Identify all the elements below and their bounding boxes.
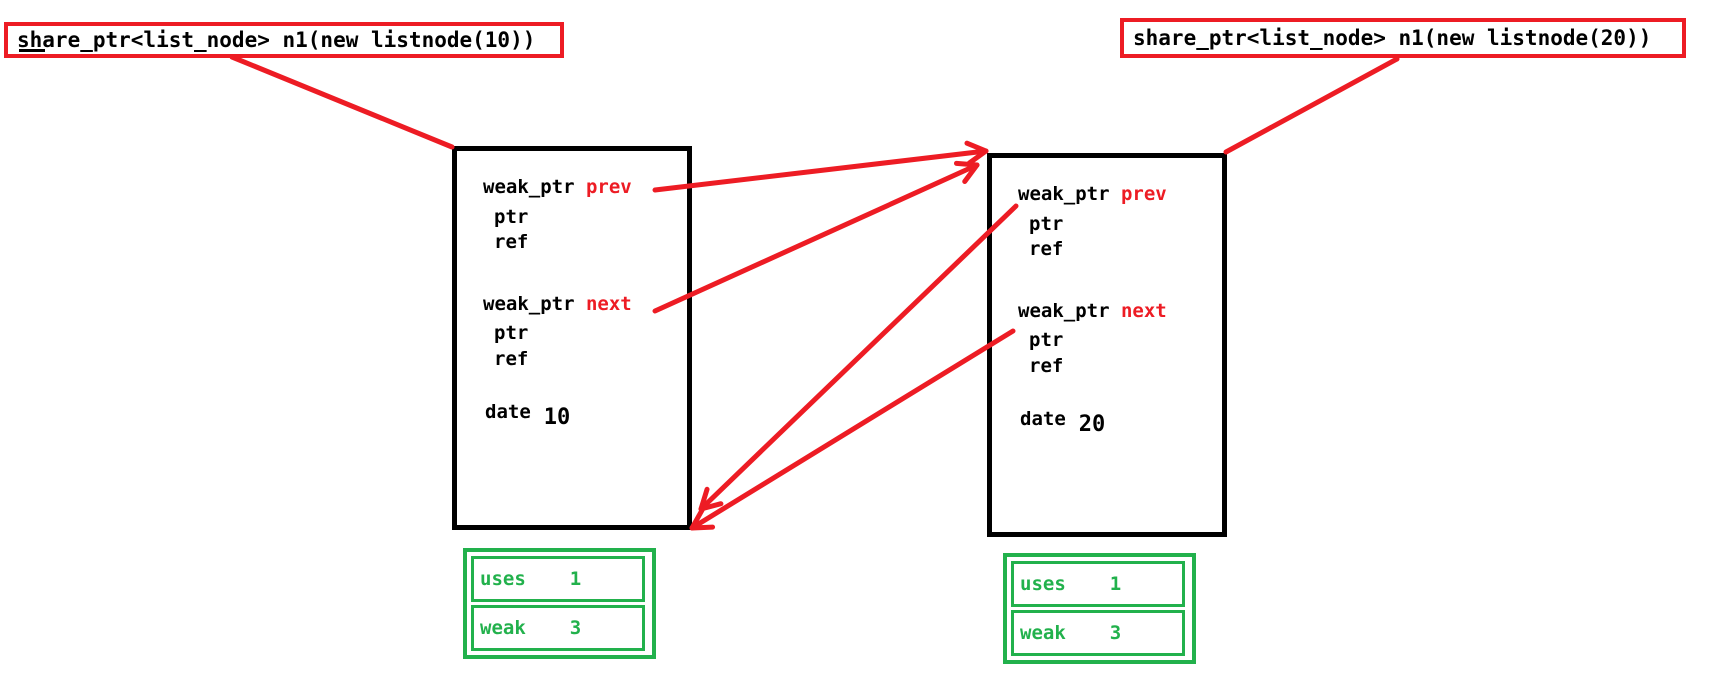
uses-value: 1 <box>569 568 582 590</box>
date-value: 10 <box>543 405 571 430</box>
weak-ptr-next-row: weak_ptr next <box>483 293 632 315</box>
weak-value: 3 <box>1109 622 1122 644</box>
prev-type-label: weak_ptr <box>1018 183 1121 205</box>
arrow-right-next-to-node-left <box>689 328 1016 531</box>
declaration-text-right: share_ptr<list_node> n1(new listnode(20)… <box>1133 26 1652 50</box>
date-row: date 10 <box>485 401 570 429</box>
shared-ptr-declaration-right: share_ptr<list_node> n1(new listnode(20)… <box>1120 18 1686 58</box>
arrow-right-prev-to-node-left <box>698 203 1019 512</box>
uses-cell: uses 1 <box>471 556 645 602</box>
line-label-right-to-node-right <box>1223 56 1400 155</box>
ref-count-block-left: uses 1 weak 3 <box>463 548 656 659</box>
uses-label: uses <box>480 568 526 590</box>
next-type-label: weak_ptr <box>1018 300 1121 322</box>
line-label-left-to-node-left <box>229 54 455 150</box>
uses-cell: uses 1 <box>1011 561 1185 607</box>
weak-ptr-next-row: weak_ptr next <box>1018 300 1167 322</box>
date-value: 20 <box>1078 412 1106 437</box>
arrow-left-prev-to-node-right <box>652 140 989 193</box>
next-ref-label: ref <box>494 348 529 370</box>
weak-label: weak <box>1020 622 1066 644</box>
list-node-left: weak_ptr prev ptr ref weak_ptr next ptr … <box>452 146 692 530</box>
weak-ptr-prev-row: weak_ptr prev <box>483 176 632 198</box>
prev-ref-label: ref <box>494 231 529 253</box>
next-ptr-label: ptr <box>494 322 529 344</box>
prev-ptr-label: ptr <box>494 206 529 228</box>
list-node-right: weak_ptr prev ptr ref weak_ptr next ptr … <box>987 153 1227 537</box>
prev-ref-label: ref <box>1029 238 1064 260</box>
next-type-label: weak_ptr <box>483 293 586 315</box>
date-label: date <box>1020 408 1066 430</box>
declaration-text-left: share_ptr<list_node> n1(new listnode(10)… <box>17 28 536 52</box>
uses-value: 1 <box>1109 573 1122 595</box>
next-field-label: next <box>1120 300 1167 322</box>
weak-value: 3 <box>569 617 582 639</box>
shared-ptr-declaration-left: share_ptr<list_node> n1(new listnode(10)… <box>4 22 564 58</box>
next-ptr-label: ptr <box>1029 329 1064 351</box>
weak-cell: weak 3 <box>471 605 645 651</box>
next-field-label: next <box>585 293 632 315</box>
date-label: date <box>485 401 531 423</box>
uses-label: uses <box>1020 573 1066 595</box>
date-row: date 20 <box>1020 408 1105 436</box>
arrow-left-next-to-node-right <box>652 160 980 314</box>
ref-count-block-right: uses 1 weak 3 <box>1003 553 1196 664</box>
weak-ptr-prev-row: weak_ptr prev <box>1018 183 1167 205</box>
next-ref-label: ref <box>1029 355 1064 377</box>
weak-cell: weak 3 <box>1011 610 1185 656</box>
underline-mark <box>19 49 45 52</box>
prev-type-label: weak_ptr <box>483 176 586 198</box>
prev-field-label: prev <box>1120 183 1167 205</box>
weak-label: weak <box>480 617 526 639</box>
prev-ptr-label: ptr <box>1029 213 1064 235</box>
prev-field-label: prev <box>585 176 632 198</box>
